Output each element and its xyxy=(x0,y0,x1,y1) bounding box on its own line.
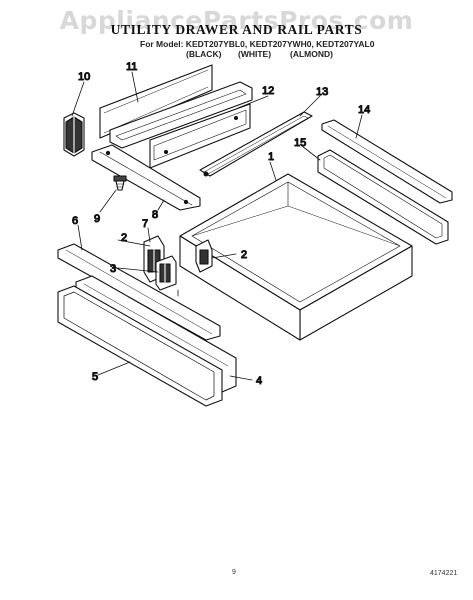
part-9-screw xyxy=(113,175,127,191)
watermark: AppliancePartsPros.com xyxy=(59,6,414,35)
callout-5: 5 xyxy=(92,371,98,383)
part-12-frame-rail xyxy=(109,81,253,169)
callout-12: 12 xyxy=(262,85,274,97)
callout-8: 8 xyxy=(152,209,158,221)
callout-14: 14 xyxy=(358,104,370,116)
model-line: For Model: KEDT207YBL0, KEDT207YWH0, KED… xyxy=(140,39,375,49)
callout-9: 9 xyxy=(94,213,100,225)
callout-15: 15 xyxy=(294,137,306,149)
part-3-latch xyxy=(155,255,177,291)
callout-2-right: 2 xyxy=(241,249,247,261)
diagram-title: UTILITY DRAWER AND RAIL PARTS xyxy=(110,22,363,37)
callout-6: 6 xyxy=(72,215,78,227)
callout-7: 7 xyxy=(142,218,148,230)
part-14-trim-strip xyxy=(321,119,453,204)
part-6-front-trim xyxy=(57,243,221,341)
color-black: (BLACK) xyxy=(186,49,222,59)
page-number: 9 xyxy=(232,569,236,576)
part-13-slide-rail xyxy=(199,111,313,177)
callout-1: 1 xyxy=(268,151,274,163)
callout-3: 3 xyxy=(110,263,116,275)
callout-4: 4 xyxy=(256,375,262,387)
callout-10: 10 xyxy=(78,71,90,83)
part-5-front-frame xyxy=(57,285,223,407)
part-10-bracket xyxy=(63,112,85,157)
part-8-slide-bar xyxy=(91,144,201,211)
leader-lines xyxy=(71,71,363,381)
part-2-bracket-right xyxy=(195,239,213,273)
callout-13: 13 xyxy=(316,86,328,98)
part-15-gasket xyxy=(317,149,449,245)
callout-2-left: 2 xyxy=(121,232,127,244)
document-number: 4174221 xyxy=(430,570,458,577)
color-white: (WHITE) xyxy=(238,49,272,59)
callout-11: 11 xyxy=(126,61,137,73)
color-almond: (ALMOND) xyxy=(290,49,333,59)
